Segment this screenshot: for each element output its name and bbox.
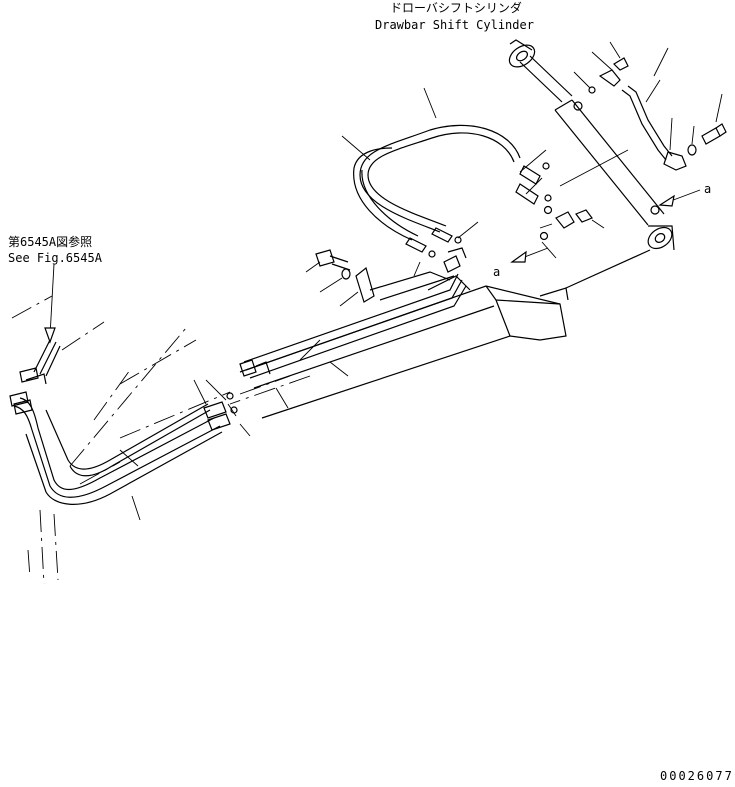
leader-lines-drawbar: [205, 261, 421, 437]
reference-label-jp: 第6545A図参照: [8, 234, 92, 249]
cylinder-title-en: Drawbar Shift Cylinder: [375, 18, 534, 32]
view-arrow-right: [658, 189, 701, 207]
bolt-clamp-group: [305, 249, 375, 307]
view-arrow-left: [510, 247, 549, 263]
drawbar-tubes: [239, 247, 467, 379]
reference-arrow: [44, 263, 56, 344]
phantom-outline: [11, 295, 311, 585]
leader-lines-hoses: [341, 87, 479, 239]
front-hoses: [9, 339, 238, 505]
view-marker-a-left: a: [493, 265, 500, 279]
view-marker-a-right: a: [704, 182, 711, 196]
figure-number: 00026077: [660, 769, 734, 783]
cylinder-title-jp: ドローバシフトシリンダ: [390, 0, 522, 15]
cylinder-hoses: [353, 124, 541, 253]
drawbar-frame: [239, 249, 651, 419]
drawbar-shift-cylinder: [508, 39, 675, 251]
elbow-fittings: [539, 162, 593, 241]
reference-label-en: See Fig.6545A: [8, 251, 103, 265]
cylinder-tube-assembly: [588, 57, 727, 171]
leader-lines-left: [119, 379, 207, 521]
leader-lines-cylinder: [519, 41, 723, 259]
